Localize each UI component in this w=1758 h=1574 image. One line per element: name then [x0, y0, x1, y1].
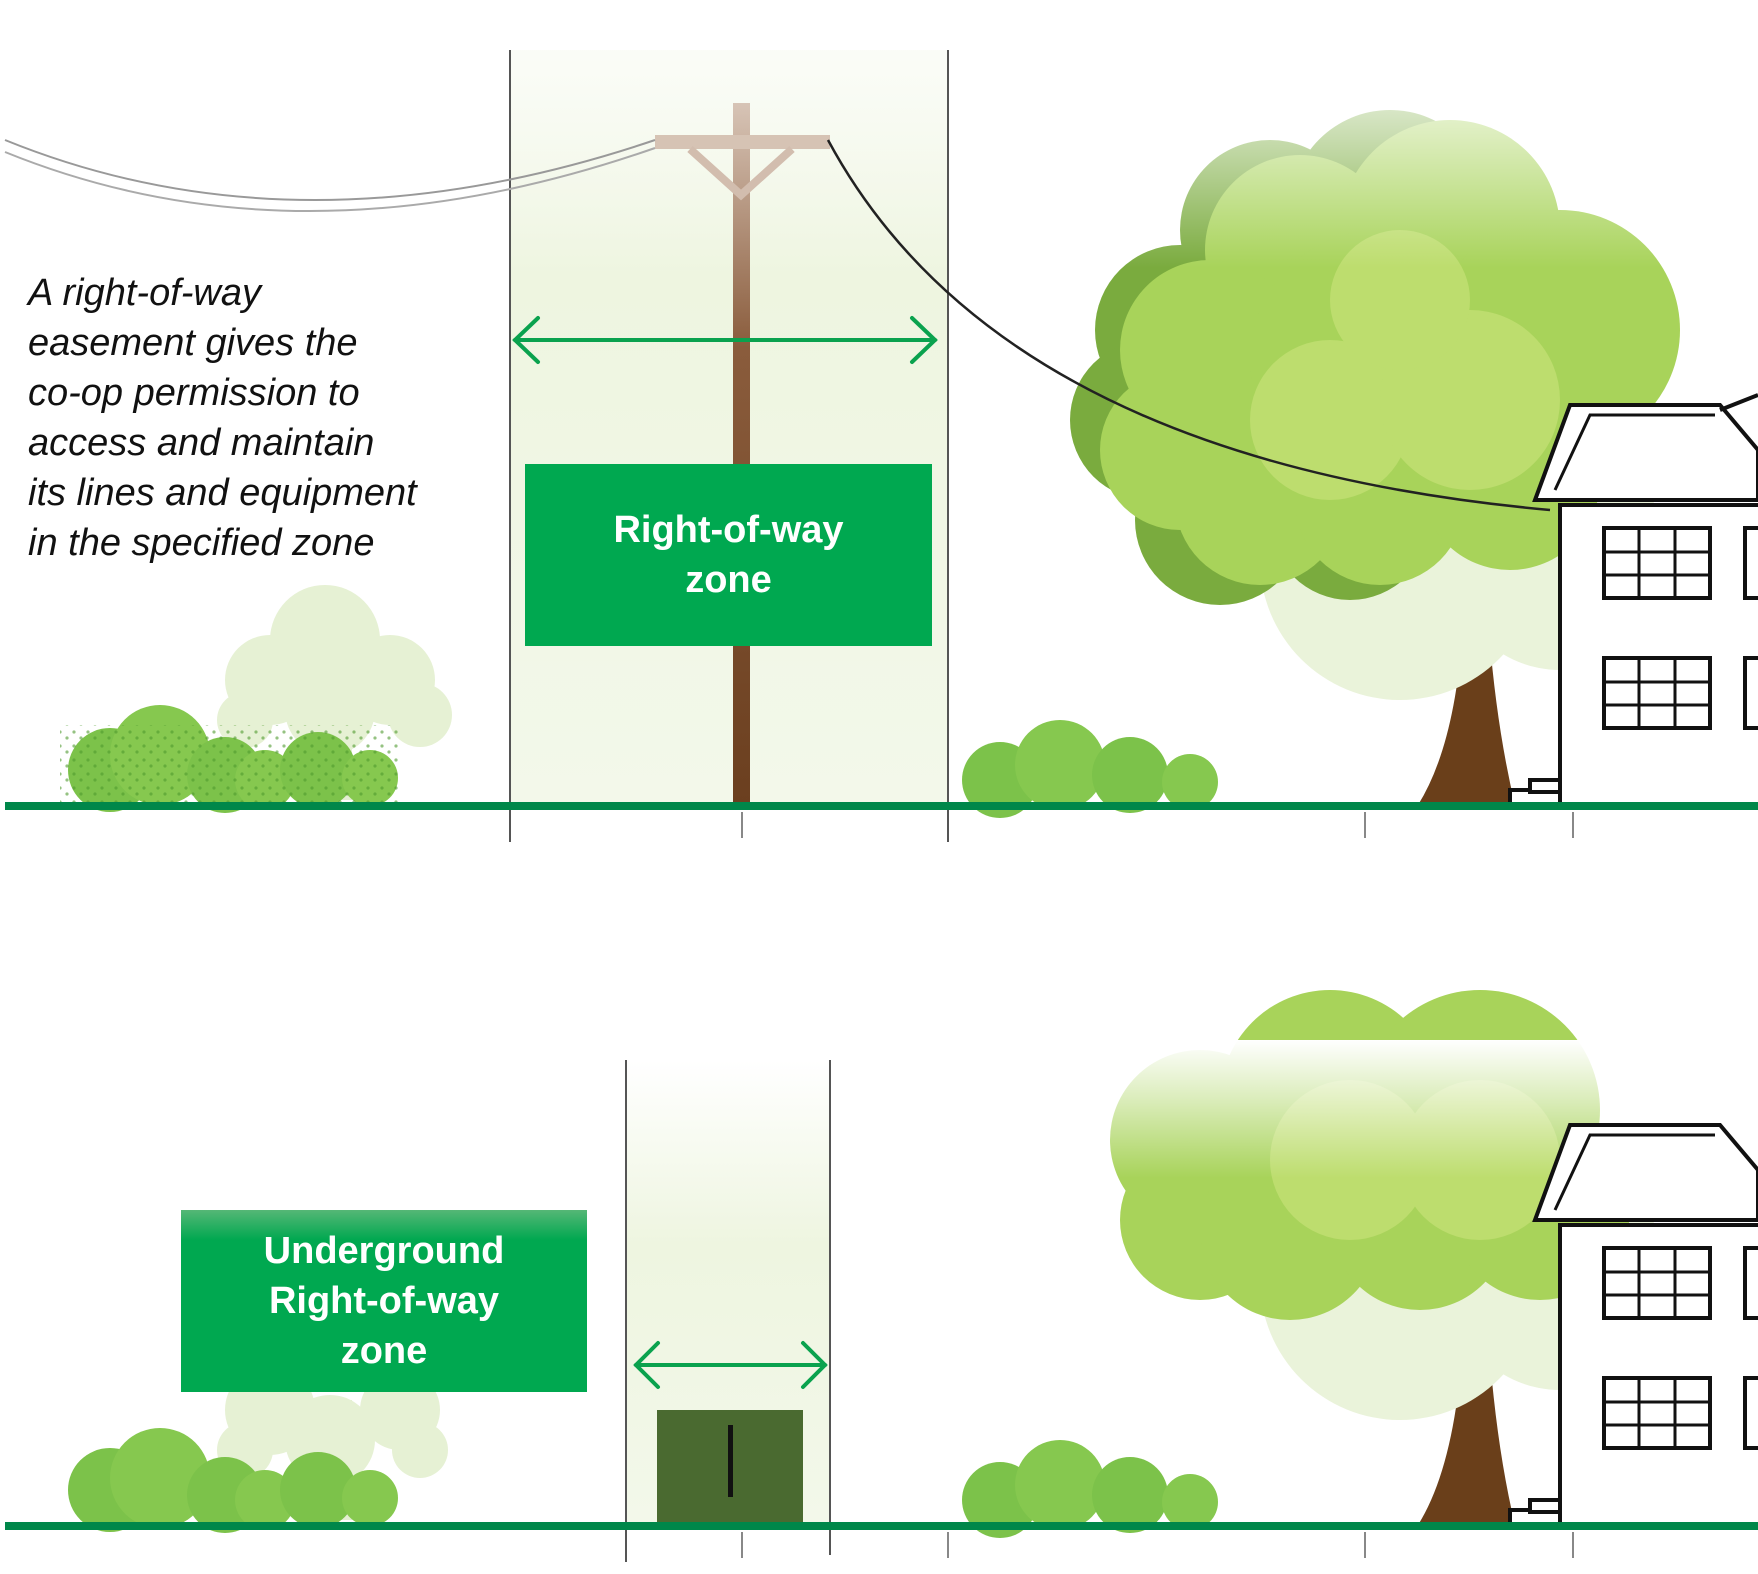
overhead-zone-area	[510, 50, 948, 802]
zone-label-line: zone	[685, 559, 772, 601]
zone-label-line: Underground	[263, 1230, 505, 1272]
zone-label-line: Right-of-way	[268, 1280, 500, 1322]
bushes-middle-top	[962, 720, 1218, 818]
power-lines	[4, 139, 1551, 512]
bushes-middle-bottom	[962, 1440, 1218, 1538]
ground-ticks-top	[741, 812, 1574, 838]
ground-line-bottom	[5, 1522, 1758, 1530]
underground-width-arrow	[633, 1341, 828, 1389]
bushes-left-top	[60, 705, 400, 813]
large-tree-top	[1070, 40, 1758, 805]
pad-mounted-transformer	[657, 1410, 803, 1522]
ground-line-top	[5, 802, 1758, 810]
caption-line: A right-of-way	[28, 272, 261, 314]
underground-zone-label: Underground Right-of-way zone	[181, 1210, 587, 1392]
overhead-zone-label: Right-of-way zone	[525, 464, 932, 646]
bushes-left-bottom	[68, 1428, 398, 1533]
house-bottom	[1508, 1123, 1758, 1527]
easement-caption: A right-of-way easement gives the co-op …	[28, 268, 498, 568]
zone-label-line: zone	[340, 1330, 428, 1372]
caption-line: in the specified zone	[28, 522, 375, 564]
zone-label-line: Right-of-way	[613, 509, 844, 551]
caption-line: easement gives the	[28, 322, 358, 364]
overhead-panel	[4, 40, 1758, 842]
overhead-width-arrow	[512, 316, 938, 364]
house-top	[1508, 393, 1758, 807]
caption-line: co-op permission to	[28, 372, 360, 414]
caption-line: its lines and equipment	[28, 472, 417, 514]
ground-ticks-bottom	[741, 1532, 1574, 1558]
caption-line: access and maintain	[28, 422, 375, 464]
